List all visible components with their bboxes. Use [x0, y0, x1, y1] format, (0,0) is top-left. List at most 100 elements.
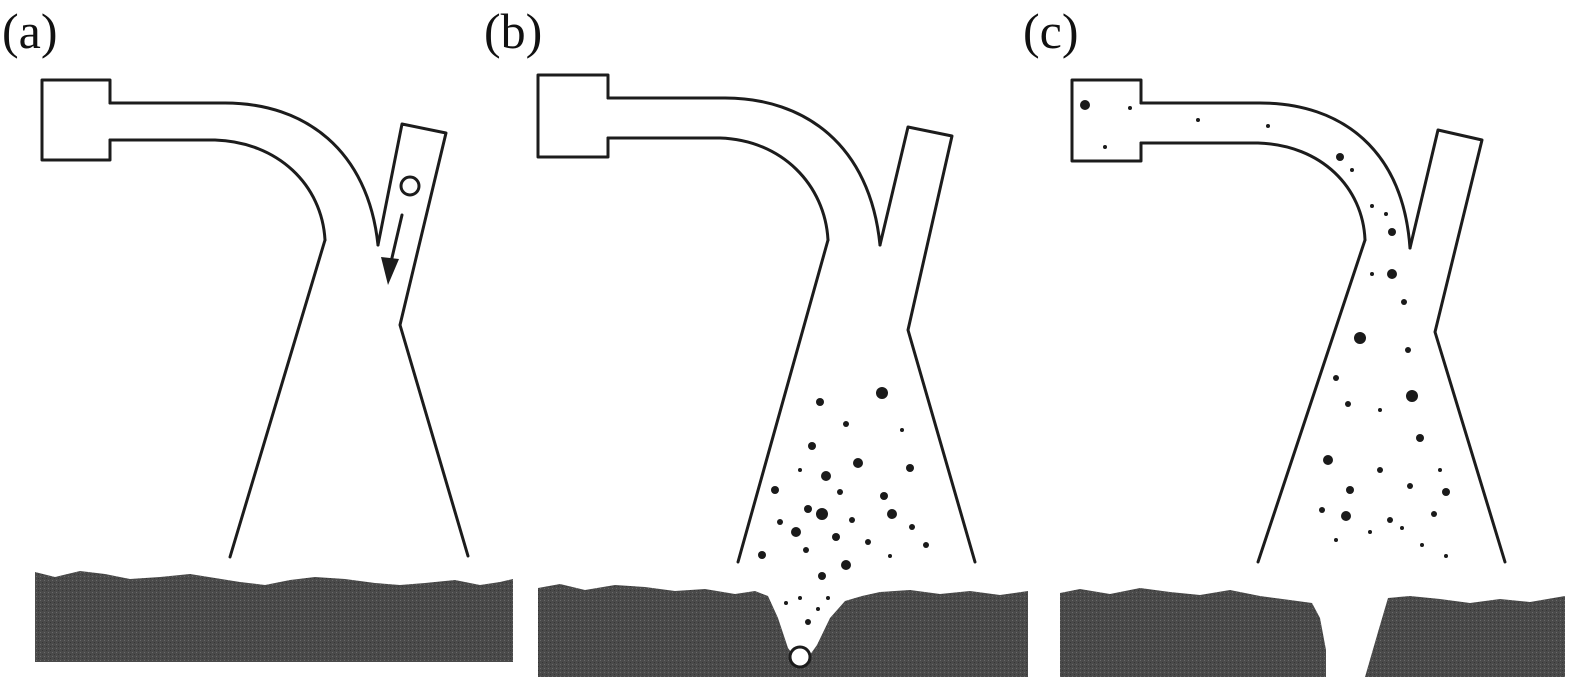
nozzle-left-wall-c	[1256, 238, 1367, 564]
curved-channel-inner-wall-c	[1139, 141, 1367, 242]
curved-channel-outer-wall-a	[108, 101, 380, 247]
spray-c-particle	[1333, 375, 1339, 381]
spray-b-particle	[843, 421, 849, 427]
substrate-c-left	[1060, 588, 1326, 677]
feed-tube-a	[376, 122, 470, 558]
spray-b-particle	[849, 517, 855, 523]
panel-label-b: (b)	[484, 3, 543, 59]
panel-label-c: (c)	[1023, 3, 1079, 59]
spray-c-particle	[1341, 511, 1351, 521]
spray-b-particle	[803, 547, 809, 553]
feed-tube-c	[1408, 128, 1507, 564]
substrate-c-right	[1365, 596, 1565, 677]
spray-c-particle	[1370, 204, 1374, 208]
rebounded-particle-icon-b	[788, 645, 812, 669]
spray-b-particle	[832, 533, 840, 541]
spray-c-particle	[1401, 299, 1407, 305]
curved-channel-inner-wall-a	[108, 138, 327, 242]
feed-tube-b	[878, 125, 977, 564]
spray-b-particle	[841, 560, 851, 570]
spray-b-particle	[758, 551, 766, 559]
substrate-a	[35, 571, 513, 662]
spray-c-particle	[1387, 517, 1393, 523]
panel-b	[536, 73, 1028, 677]
spray-c-particle	[1438, 468, 1442, 472]
spray-c-particle	[1388, 228, 1396, 236]
curved-channel-outer-wall-c	[1139, 101, 1412, 250]
spray-c-particle	[1378, 408, 1382, 412]
spray-b-particle	[818, 572, 826, 580]
gas-inlet-chamber-b	[536, 73, 610, 159]
spray-b-particle	[816, 398, 824, 406]
spray-b-particle	[798, 596, 802, 600]
spray-b-particle	[900, 428, 904, 432]
spray-b-particle	[887, 509, 897, 519]
spray-c-particle	[1346, 486, 1354, 494]
spray-c-particle	[1323, 455, 1333, 465]
spray-c-particle	[1103, 145, 1107, 149]
nozzle-left-wall-a	[228, 238, 327, 559]
spray-c-particle	[1370, 272, 1374, 276]
spray-b-particle	[816, 607, 820, 611]
gas-inlet-chamber-a	[40, 78, 112, 162]
spray-c-particle	[1266, 124, 1270, 128]
spray-b-particle	[816, 508, 828, 520]
panel-a	[35, 78, 513, 662]
spray-c-particle	[1319, 507, 1325, 513]
spray-c-particle	[1350, 168, 1354, 172]
spray-c-particle	[1080, 100, 1090, 110]
spray-c-particle	[1416, 434, 1424, 442]
panel-label-a: (a)	[2, 3, 58, 59]
spray-c-particle	[1400, 526, 1404, 530]
spray-c-particle	[1407, 483, 1413, 489]
spray-c-particle	[1336, 153, 1344, 161]
spray-c-particle	[1345, 401, 1351, 407]
spray-c-particle	[1128, 106, 1132, 110]
spray-b-particle	[888, 554, 892, 558]
powder-particle-icon-a	[399, 175, 421, 197]
spray-c-particle	[1368, 530, 1372, 534]
spray-c-particle	[1444, 554, 1448, 558]
spray-b-particle	[821, 471, 831, 481]
spray-c-particle	[1354, 332, 1366, 344]
particle-spray-b	[758, 387, 929, 625]
spray-b-particle	[853, 458, 863, 468]
spray-b-particle	[880, 492, 888, 500]
spray-c-particle	[1405, 347, 1411, 353]
spray-b-particle	[791, 527, 801, 537]
spray-c-particle	[1431, 511, 1437, 517]
nozzle-left-wall-b	[736, 238, 830, 564]
spray-b-particle	[798, 468, 802, 472]
particle-spray-c	[1080, 100, 1450, 558]
spray-b-particle	[805, 619, 811, 625]
spray-c-particle	[1334, 538, 1338, 542]
spray-b-particle	[771, 486, 779, 494]
substrate-b	[538, 584, 1028, 677]
spray-b-particle	[906, 464, 914, 472]
curved-channel-outer-wall-b	[606, 96, 882, 247]
spray-b-particle	[865, 539, 871, 545]
spray-c-particle	[1406, 390, 1418, 402]
arrow-head-icon-a	[381, 257, 399, 285]
spray-b-particle	[876, 387, 888, 399]
spray-b-particle	[784, 601, 788, 605]
curved-channel-inner-wall-b	[606, 136, 830, 242]
flow-direction-arrow-icon-a	[389, 213, 404, 264]
spray-c-particle	[1377, 467, 1383, 473]
panel-c	[1060, 78, 1565, 677]
spray-b-particle	[923, 542, 929, 548]
spray-c-particle	[1420, 543, 1424, 547]
gas-inlet-chamber-c	[1070, 78, 1143, 163]
spray-c-particle	[1387, 269, 1397, 279]
spray-b-particle	[909, 524, 915, 530]
spray-b-particle	[808, 442, 816, 450]
spray-c-particle	[1384, 212, 1388, 216]
spray-b-particle	[804, 505, 812, 513]
spray-b-particle	[826, 596, 830, 600]
spray-b-particle	[777, 519, 783, 525]
spray-c-particle	[1196, 118, 1200, 122]
spray-b-particle	[837, 489, 843, 495]
spray-c-particle	[1442, 488, 1450, 496]
